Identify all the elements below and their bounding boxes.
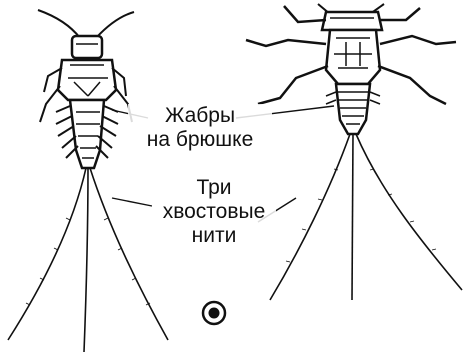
left-larva-antenna-left [38, 10, 80, 38]
leader-tails-left [112, 198, 152, 206]
target-circle-icon[interactable] [201, 300, 227, 326]
tails-label: Три хвостовые нити [152, 176, 276, 248]
tails-label-line1: Три [154, 176, 274, 200]
left-larva-tails [8, 168, 168, 352]
right-larva [246, 4, 462, 300]
tails-label-line3: нити [154, 224, 274, 248]
left-larva [8, 10, 168, 352]
right-larva-leg-2-right [380, 36, 456, 44]
gills-label: Жабры на брюшке [128, 104, 272, 152]
tails-label-line2: хвостовые [154, 200, 274, 224]
right-larva-leg-1-right [380, 8, 420, 20]
right-larva-leg-3-left [258, 66, 328, 104]
left-larva-antenna-right [96, 12, 134, 38]
gills-label-line1: Жабры [130, 104, 270, 128]
gills-label-line2: на брюшке [130, 128, 270, 152]
right-larva-leg-1-left [284, 6, 326, 22]
right-larva-head [322, 12, 382, 30]
left-larva-head [72, 36, 102, 58]
right-larva-tails [270, 134, 462, 300]
right-larva-leg-3-right [378, 66, 446, 104]
right-larva-leg-2-left [246, 40, 326, 46]
